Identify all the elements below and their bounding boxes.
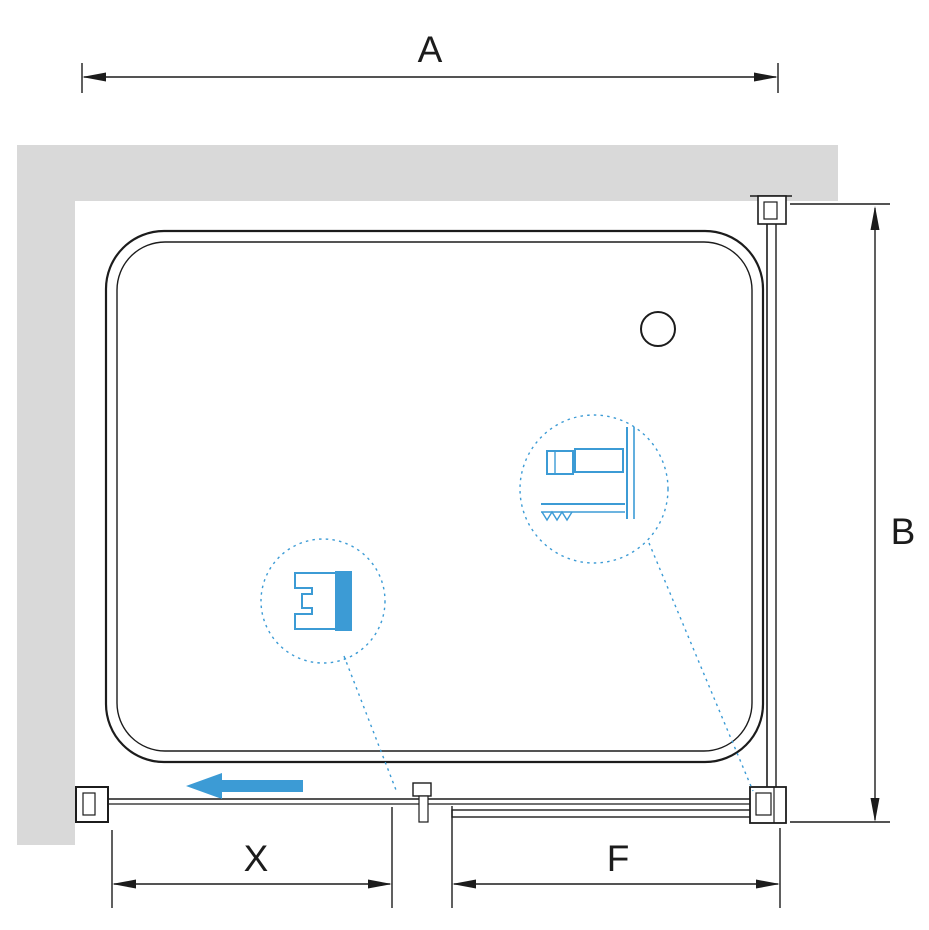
door-roller-bracket bbox=[412, 782, 432, 797]
label-fixed-section: F bbox=[607, 838, 630, 879]
seal-teeth bbox=[541, 510, 573, 522]
profile-outline bbox=[294, 572, 335, 630]
dimension-a: A bbox=[81, 29, 779, 93]
arrowhead-down-icon bbox=[870, 798, 880, 822]
top-wall bbox=[17, 145, 838, 201]
tray-outer-edge bbox=[104, 229, 765, 764]
tray-inner-edge bbox=[116, 241, 753, 752]
shower-tray bbox=[104, 229, 765, 764]
drain bbox=[640, 311, 676, 347]
arrowhead-right-icon bbox=[754, 72, 778, 82]
detail-leaders bbox=[343, 542, 754, 792]
left-wall-profile bbox=[75, 786, 109, 823]
glass-panel-section bbox=[335, 571, 352, 631]
fixed-glass-section bbox=[451, 809, 781, 818]
leader-to-corner-profile bbox=[648, 542, 754, 792]
label-overall-width: A bbox=[418, 29, 443, 70]
detail-circle bbox=[260, 538, 386, 664]
left-wall bbox=[17, 145, 75, 845]
right-fixed-panel bbox=[750, 195, 792, 818]
walls bbox=[17, 145, 838, 845]
slide-direction-arrow-icon bbox=[186, 773, 303, 799]
dimension-f: F bbox=[451, 806, 781, 908]
corner-profile-detail bbox=[519, 414, 669, 564]
arrowhead-right-icon bbox=[756, 879, 780, 889]
detail-circle bbox=[519, 414, 669, 564]
dimension-b: B bbox=[790, 203, 916, 823]
wall-profile-detail bbox=[260, 538, 386, 664]
arrowhead-left-icon bbox=[452, 879, 476, 889]
arrowhead-left-icon bbox=[82, 72, 106, 82]
sliding-door-assembly bbox=[75, 782, 787, 824]
label-door-section: X bbox=[244, 838, 269, 879]
dimension-x: X bbox=[111, 807, 393, 908]
arrowhead-right-icon bbox=[368, 879, 392, 889]
arrowhead-up-icon bbox=[870, 206, 880, 230]
label-side-depth: B bbox=[891, 511, 916, 552]
arrowhead-left-icon bbox=[112, 879, 136, 889]
